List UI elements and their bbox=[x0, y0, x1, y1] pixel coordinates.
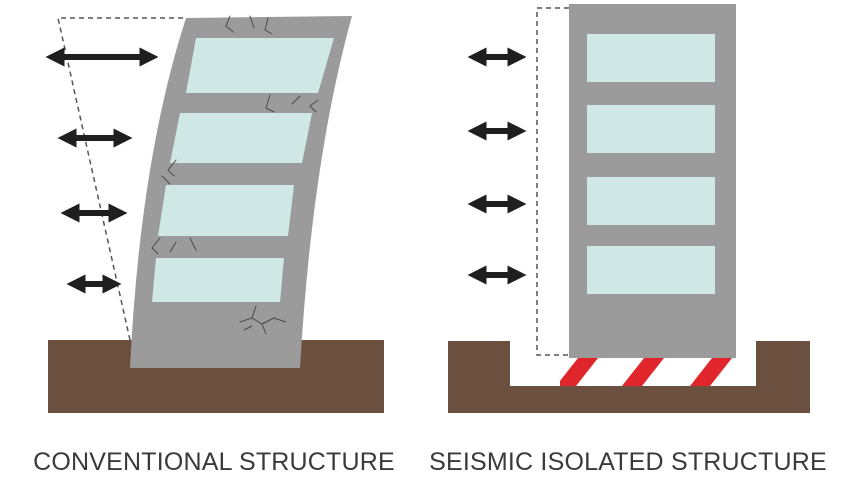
isolation-bearing bbox=[560, 358, 736, 386]
crack-top bbox=[225, 15, 273, 35]
conventional-window-4 bbox=[152, 258, 284, 302]
conventional-motion-arrows bbox=[45, 47, 159, 294]
crack-mid-right bbox=[265, 94, 319, 113]
crack-bottom-right bbox=[239, 305, 287, 335]
isolated-original-outline bbox=[536, 7, 569, 356]
conventional-window-3 bbox=[158, 185, 294, 236]
isolated-window-1 bbox=[587, 34, 715, 82]
conventional-panel: CONVENTIONAL STRUCTURE bbox=[33, 15, 395, 476]
conventional-caption: CONVENTIONAL STRUCTURE bbox=[33, 448, 395, 476]
crack-lines bbox=[151, 15, 319, 335]
conventional-window-1 bbox=[186, 38, 334, 93]
conventional-original-outline bbox=[57, 17, 186, 341]
isolated-window-3 bbox=[587, 177, 715, 225]
isolated-motion-arrows bbox=[467, 47, 527, 285]
isolated-window-2 bbox=[587, 105, 715, 153]
conventional-window-2 bbox=[170, 113, 312, 163]
isolated-caption: SEISMIC ISOLATED STRUCTURE bbox=[429, 448, 827, 476]
isolated-panel: SEISMIC ISOLATED STRUCTURE bbox=[429, 4, 827, 476]
crack-mid-left bbox=[161, 159, 177, 185]
isolated-window-4 bbox=[587, 246, 715, 294]
isolated-ground bbox=[448, 341, 810, 413]
crack-lower-left bbox=[151, 237, 197, 255]
